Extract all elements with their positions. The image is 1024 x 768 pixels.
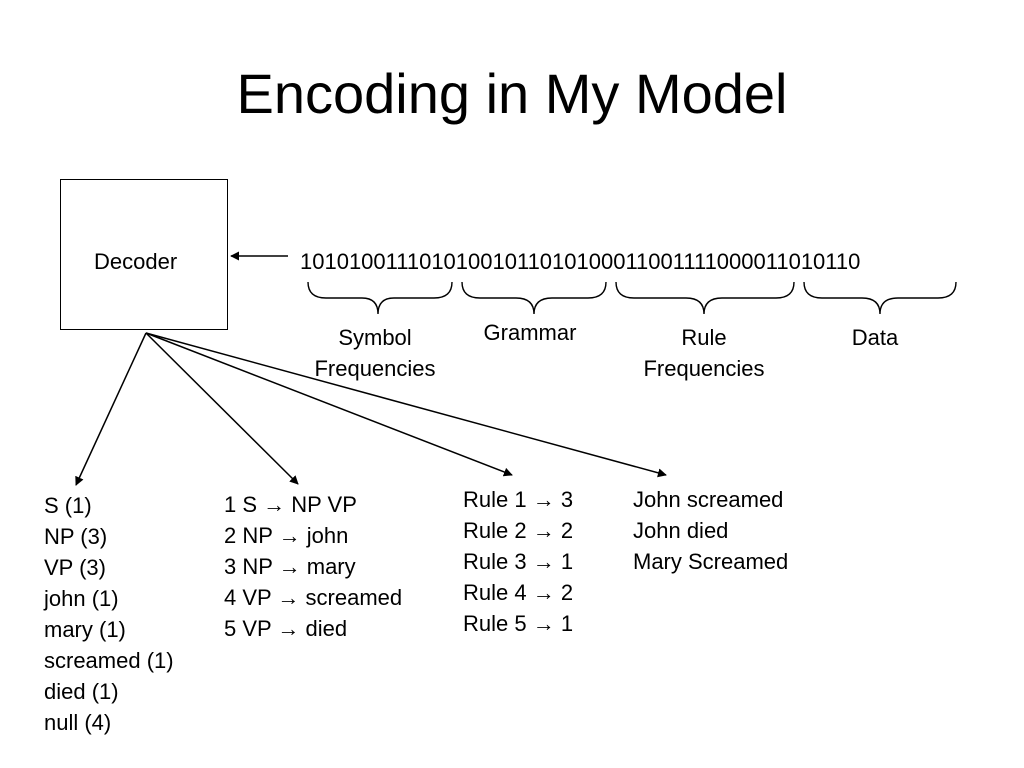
decoder-to-rule-frequencies-arrow [145,332,513,477]
list-item: 5 VP → died [224,616,348,641]
segment-label-grammar: Grammar [455,317,605,348]
list-item: VP (3) [44,555,106,580]
page-title: Encoding in My Model [236,62,788,125]
list-item: Mary Screamed [633,549,789,574]
list-item: screamed (1) [44,648,174,673]
list-item: S (1) [44,493,92,518]
list-item: Rule 4 → 2 [463,580,574,605]
list-item: null (4) [44,710,112,735]
list-item: Rule 5 → 1 [463,611,574,636]
decoder-to-grammar-rules-arrow [145,332,299,485]
list-item: 3 NP → mary [224,554,356,579]
segment-label-line: Frequencies [314,356,436,381]
segment-label-line: Frequencies [643,356,765,381]
bitstring: 1010100111010100101101010001100111100001… [300,249,861,274]
brace-data [803,281,957,315]
segment-label-line: Symbol [338,325,412,350]
list-item: 4 VP → screamed [224,585,403,610]
list-item: John screamed [633,487,784,512]
segment-label-rule-frequencies: Rule Frequencies [629,322,779,384]
segment-label-line: Rule [681,325,727,350]
symbol-counts-list: S (1) NP (3) VP (3) john (1) mary (1) sc… [44,490,174,738]
list-item: died (1) [44,679,119,704]
list-item: NP (3) [44,524,108,549]
rule-frequencies-list: Rule 1 → 3 Rule 2 → 2 Rule 3 → 1 Rule 4 … [463,484,573,639]
list-item: Rule 3 → 1 [463,549,574,574]
data-sentences-list: John screamed John died Mary Screamed [633,484,788,577]
list-item: Rule 1 → 3 [463,487,574,512]
brace-symbol-frequencies [307,281,453,315]
segment-label-symbol-frequencies: Symbol Frequencies [300,322,450,384]
list-item: john (1) [44,586,119,611]
decoder-to-symbol-counts-arrow [75,332,147,486]
list-item: 1 S → NP VP [224,492,357,517]
brace-rule-frequencies [615,281,795,315]
decoder-box [60,179,228,330]
segment-label-line: Data [851,325,899,350]
list-item: Rule 2 → 2 [463,518,574,543]
decoder-label: Decoder [94,249,178,274]
list-item: John died [633,518,729,543]
list-item: mary (1) [44,617,126,642]
segment-label-line: Grammar [483,320,577,345]
brace-grammar [461,281,607,315]
list-item: 2 NP → john [224,523,349,548]
grammar-rules-list: 1 S → NP VP 2 NP → john 3 NP → mary 4 VP… [224,489,402,644]
segment-label-data: Data [825,322,925,353]
decoder-to-data-arrow [145,332,667,478]
